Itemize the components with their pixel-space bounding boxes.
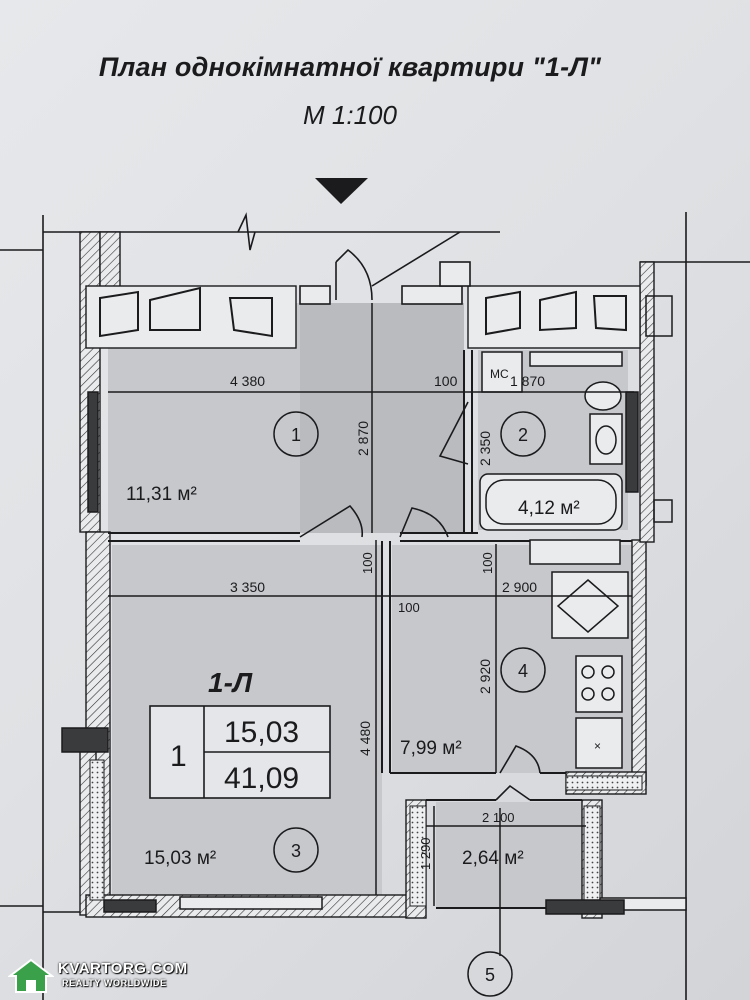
room-number-2: 2	[518, 425, 528, 445]
dim-room4-width: 2 900	[502, 579, 537, 595]
apartment-type-label: 1-Л	[208, 667, 253, 698]
dimension-lines	[108, 303, 634, 956]
dim-room4-height: 2 920	[477, 659, 493, 694]
dim-room3-height: 4 480	[357, 721, 373, 756]
house-logo-icon	[8, 958, 54, 993]
toilet-label: МС	[490, 367, 509, 381]
room-number-4: 4	[518, 661, 528, 681]
room-area-5: 2,64 м²	[462, 848, 524, 869]
room-number-5: 5	[485, 965, 495, 985]
room1-zone	[300, 303, 464, 533]
bathroom-fixtures	[479, 351, 629, 769]
watermark: KVARTORG.COM REALTY WORLDWIDE	[6, 958, 206, 996]
dim-balcony-width: 2 100	[482, 810, 515, 825]
room-area-2: 4,12 м²	[518, 498, 580, 519]
summary-rooms-count: 1	[170, 740, 187, 773]
interior-doors	[299, 401, 541, 801]
entrance-door	[299, 231, 471, 305]
page-title: План однокімнатної квартири "1-Л"	[98, 52, 602, 82]
watermark-brand: KVARTORG.COM	[58, 960, 188, 977]
watermark-tagline: REALTY WORLDWIDE	[62, 978, 167, 988]
dim-wall-mid-2: 100	[480, 552, 495, 574]
dim-room2-height: 2 350	[477, 431, 493, 466]
dim-wall-mid-1: 100	[360, 552, 375, 574]
room-area-4: 7,99 м²	[400, 738, 462, 759]
ventilation-blocks	[99, 286, 627, 338]
dim-room3-width: 3 350	[230, 579, 265, 595]
scale-label: М 1:100	[303, 100, 397, 130]
break-line	[237, 212, 256, 251]
dim-room1-height: 2 870	[355, 421, 371, 456]
room-markers	[273, 411, 546, 997]
dim-balcony-depth: 1 290	[418, 837, 433, 870]
entrance-arrow-icon	[315, 178, 368, 204]
room-number-3: 3	[291, 841, 301, 861]
summary-total-area: 41,09	[224, 762, 299, 795]
room-number-1: 1	[291, 425, 301, 445]
dim-room2-width: 1 870	[510, 373, 545, 389]
windows	[61, 295, 687, 915]
room-area-1: 11,31 м²	[126, 484, 197, 505]
balcony-walls	[89, 759, 643, 907]
dim-wall-gap-top: 100	[434, 373, 458, 389]
sink-mark: ×	[594, 739, 601, 753]
summary-table	[149, 705, 331, 799]
summary-living-area: 15,03	[224, 716, 299, 749]
dim-wall-mid-3: 100	[398, 600, 420, 615]
room-area-3: 15,03 м²	[144, 848, 216, 869]
dim-room1-width: 4 380	[230, 373, 265, 389]
